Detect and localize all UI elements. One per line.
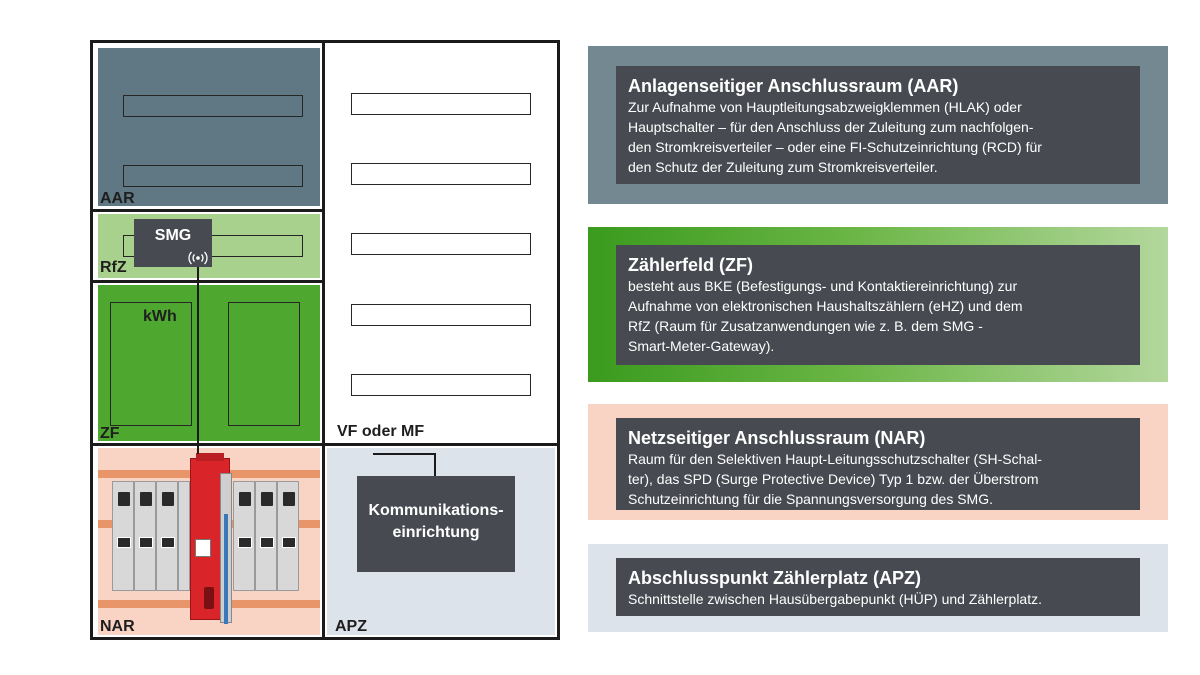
vf-slot-1 — [351, 93, 531, 115]
nar-section: NAR — [96, 446, 322, 637]
vf-section: VF oder MF — [325, 43, 557, 443]
info-box-aar: Anlagenseitiger Anschlussraum (AAR) Zur … — [616, 66, 1140, 184]
info-box-apz: Abschlusspunkt Zählerplatz (APZ) Schnitt… — [616, 558, 1140, 616]
smg-wire-vertical — [197, 267, 199, 454]
breaker-6 — [255, 481, 277, 591]
info-text-aar-3: den Stromkreisverteiler – oder eine FI-S… — [628, 139, 1042, 155]
meter-slot-left — [110, 302, 192, 426]
apz-label: APZ — [335, 618, 367, 635]
info-text-nar-2: ter), das SPD (Surge Protective Device) … — [628, 471, 1039, 487]
komm-wire-horizontal — [373, 453, 436, 455]
breaker-7 — [277, 481, 299, 591]
info-title-zf: Zählerfeld (ZF) — [628, 255, 753, 275]
vf-slot-5 — [351, 374, 531, 396]
info-title-nar: Netzseitiger Anschlussraum (NAR) — [628, 428, 926, 448]
komm-line-2: einrichtung — [392, 524, 480, 541]
divider-rfz-zf — [93, 280, 325, 283]
smg-gateway: SMG — [134, 219, 212, 267]
smg-label: SMG — [154, 227, 192, 244]
aar-section: AAR — [96, 46, 322, 208]
vf-slot-2 — [351, 163, 531, 185]
info-text-nar-1: Raum für den Selektiven Haupt-Leitungssc… — [628, 451, 1042, 467]
kwh-label: kWh — [143, 308, 177, 325]
wireless-signal-icon — [188, 251, 208, 265]
meter-cabinet: AAR RfZ SMG kWh ZF VF oder MF — [90, 40, 560, 640]
vf-label: VF oder MF — [337, 423, 425, 440]
breaker-5 — [233, 481, 255, 591]
info-text-aar-2: Hauptschalter – für den Anschluss der Zu… — [628, 119, 1034, 135]
aar-slot-top — [123, 95, 303, 117]
zf-section: kWh ZF — [96, 283, 322, 443]
spd-module — [220, 473, 232, 624]
info-text-zf-1: besteht aus BKE (Befestigungs- und Konta… — [628, 278, 1018, 294]
meter-slot-right — [228, 302, 300, 426]
breaker-2 — [134, 481, 156, 591]
info-title-apz: Abschlusspunkt Zählerplatz (APZ) — [628, 568, 922, 588]
divider-aar-rfz — [93, 209, 325, 212]
info-text-apz-1: Schnittstelle zwischen Hausübergabepunkt… — [628, 591, 1042, 607]
info-text-nar-3: Schutzeinrichtung für die Spannungsverso… — [628, 491, 993, 507]
communication-device: Kommunikations- einrichtung — [357, 476, 515, 572]
komm-wire-vertical — [434, 453, 436, 476]
rfz-slot — [123, 235, 303, 257]
vf-slot-3 — [351, 233, 531, 255]
breaker-1 — [112, 481, 134, 591]
divider-vertical-upper — [322, 43, 325, 445]
info-panel-nar: Netzseitiger Anschlussraum (NAR) Raum fü… — [588, 404, 1168, 520]
info-text-zf-4: Smart-Meter-Gateway). — [628, 338, 775, 354]
info-box-zf: Zählerfeld (ZF) besteht aus BKE (Befesti… — [616, 245, 1140, 365]
aar-label: AAR — [100, 190, 135, 207]
info-panel-zf: Zählerfeld (ZF) besteht aus BKE (Befesti… — [588, 227, 1168, 382]
breaker-4 — [178, 481, 190, 591]
nar-label: NAR — [100, 618, 135, 635]
breaker-3 — [156, 481, 178, 591]
divider-vertical-lower — [322, 443, 325, 637]
info-text-aar-1: Zur Aufnahme von Hauptleitungsabzweigkle… — [628, 99, 1022, 115]
aar-slot-bottom — [123, 165, 303, 187]
info-text-zf-2: Aufnahme von elektronischen Haushaltszäh… — [628, 298, 1023, 314]
vf-slot-4 — [351, 304, 531, 326]
info-title-aar: Anlagenseitiger Anschlussraum (AAR) — [628, 76, 959, 96]
info-text-zf-3: RfZ (Raum für Zusatzanwendungen wie z. B… — [628, 318, 983, 334]
zf-label: ZF — [100, 425, 120, 442]
divider-nar — [93, 443, 557, 446]
info-text-aar-4: den Schutz der Zuleitung zum Stromkreisv… — [628, 159, 938, 175]
rfz-label: RfZ — [100, 259, 127, 276]
info-box-nar: Netzseitiger Anschlussraum (NAR) Raum fü… — [616, 418, 1140, 510]
komm-line-1: Kommunikations- — [368, 502, 504, 519]
info-panel-aar: Anlagenseitiger Anschlussraum (AAR) Zur … — [588, 46, 1168, 204]
info-panel-apz: Abschlusspunkt Zählerplatz (APZ) Schnitt… — [588, 544, 1168, 632]
